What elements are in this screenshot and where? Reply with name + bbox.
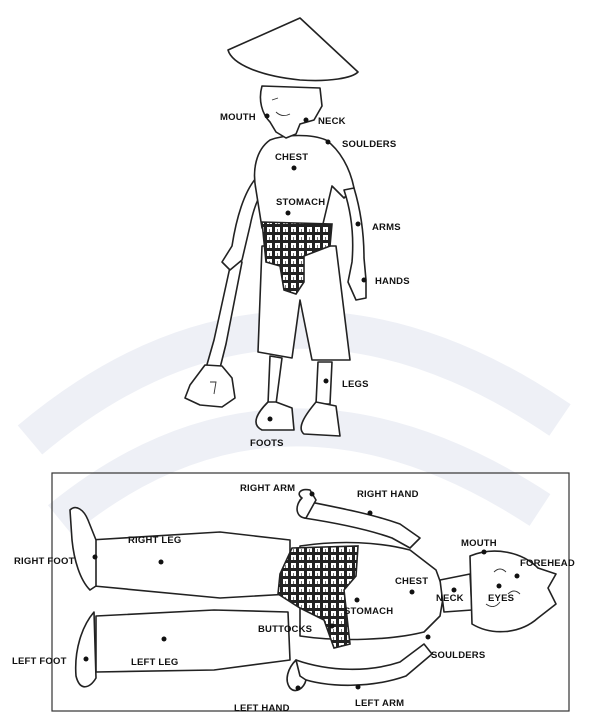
label-eyes: EYES	[488, 593, 514, 604]
label-right-arm: RIGHT ARM	[240, 483, 295, 494]
right-arm-drawing	[300, 500, 420, 548]
head	[260, 86, 322, 138]
label-legs: LEGS	[342, 379, 369, 390]
label-mouth: MOUTH	[220, 112, 256, 123]
label-stomach-lying: STOMACH	[344, 606, 393, 617]
label-left-foot: LEFT FOOT	[12, 656, 67, 667]
standing-figure	[185, 18, 366, 436]
label-arms: ARMS	[372, 222, 401, 233]
label-left-hand: LEFT HAND	[234, 703, 290, 714]
label-stomach: STOMACH	[276, 197, 325, 208]
label-buttocks: BUTTOCKS	[258, 624, 312, 635]
label-neck-lying: NECK	[436, 593, 464, 604]
label-soulders: SOULDERS	[342, 139, 396, 150]
label-right-foot: RIGHT FOOT	[14, 556, 75, 567]
label-right-leg: RIGHT LEG	[128, 535, 182, 546]
label-right-hand: RIGHT HAND	[357, 489, 419, 500]
label-left-leg: LEFT LEG	[131, 657, 179, 668]
label-forehead: FOREHEAD	[520, 558, 575, 569]
left-foot-drawing	[76, 612, 96, 687]
left-arm-drawing	[296, 644, 432, 685]
front-arm	[344, 188, 366, 300]
label-foots: FOOTS	[250, 438, 284, 449]
right-foot-drawing	[70, 508, 96, 590]
label-chest-lying: CHEST	[395, 576, 428, 587]
label-soulders-lying: SOULDERS	[431, 650, 485, 661]
label-hands: HANDS	[375, 276, 410, 287]
conical-hat	[228, 18, 358, 81]
label-neck: NECK	[318, 116, 346, 127]
legs	[268, 356, 332, 404]
label-left-arm: LEFT ARM	[355, 698, 404, 709]
right-leg-drawing	[90, 532, 290, 598]
shirt	[255, 136, 354, 229]
label-mouth-lying: MOUTH	[461, 538, 497, 549]
label-chest: CHEST	[275, 152, 308, 163]
left-leg-drawing	[96, 610, 290, 672]
